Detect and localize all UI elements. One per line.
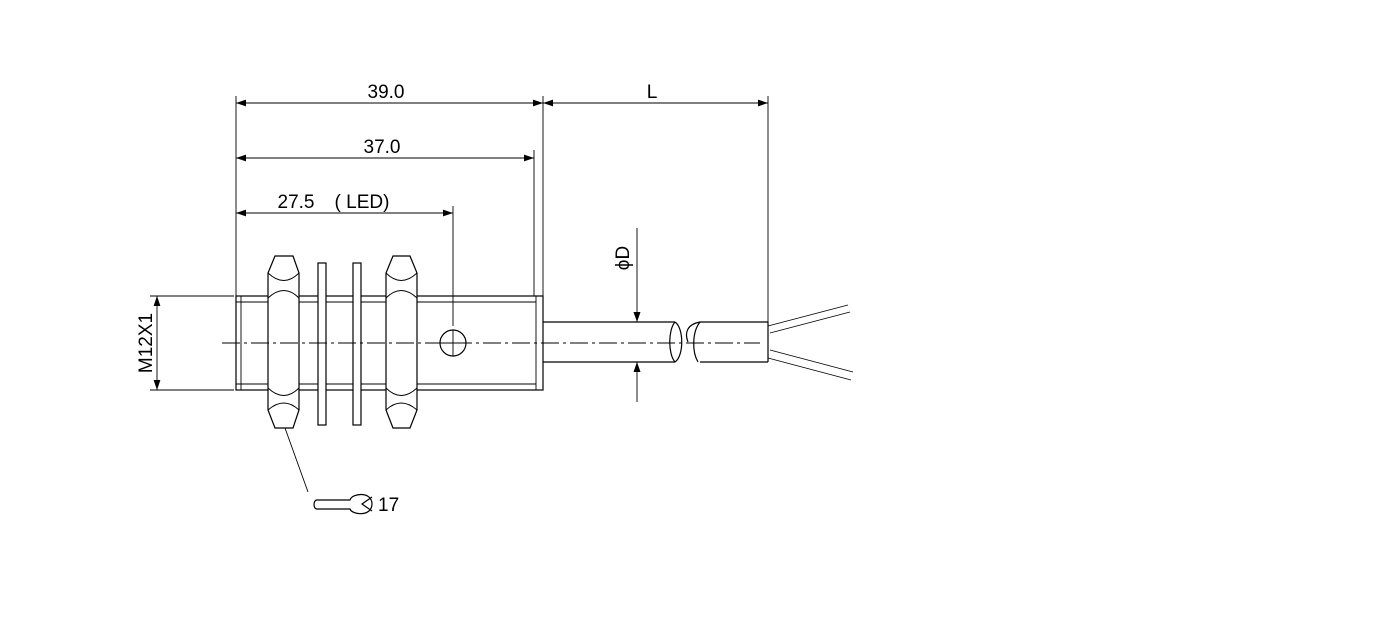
dimension-cable-diameter-label: ϕD [613,246,634,270]
dimension-led-label: ( LED) [335,192,390,213]
dimension-led-position-label: 27.5 [278,192,315,213]
dimension-thread-label: M12X1 [136,313,157,373]
dimension-thread: M12X1 [136,296,161,390]
dimension-cable-length-label: L [647,82,658,103]
washer-front [317,262,327,426]
dimension-housing-length-label: 37.0 [364,137,401,158]
wrench-size-label: 17 [378,495,399,516]
washer-rear [352,262,362,426]
dimension-overall-length-label: 39.0 [368,82,405,103]
nut-front [267,255,300,429]
wrench-callout: 17 [284,427,399,516]
dimension-led-position: 27.5 ( LED) [236,192,453,217]
dimension-housing-length: 37.0 [236,137,534,162]
nut-rear [385,255,418,429]
cable [543,321,769,363]
cable-wires [767,304,854,381]
wrench-icon [313,493,373,515]
dimension-cable-diameter: ϕD [613,228,641,402]
dimension-cable-length: L [543,82,768,107]
dimension-overall-length: 39.0 [236,82,543,107]
extension-lines [150,96,769,391]
